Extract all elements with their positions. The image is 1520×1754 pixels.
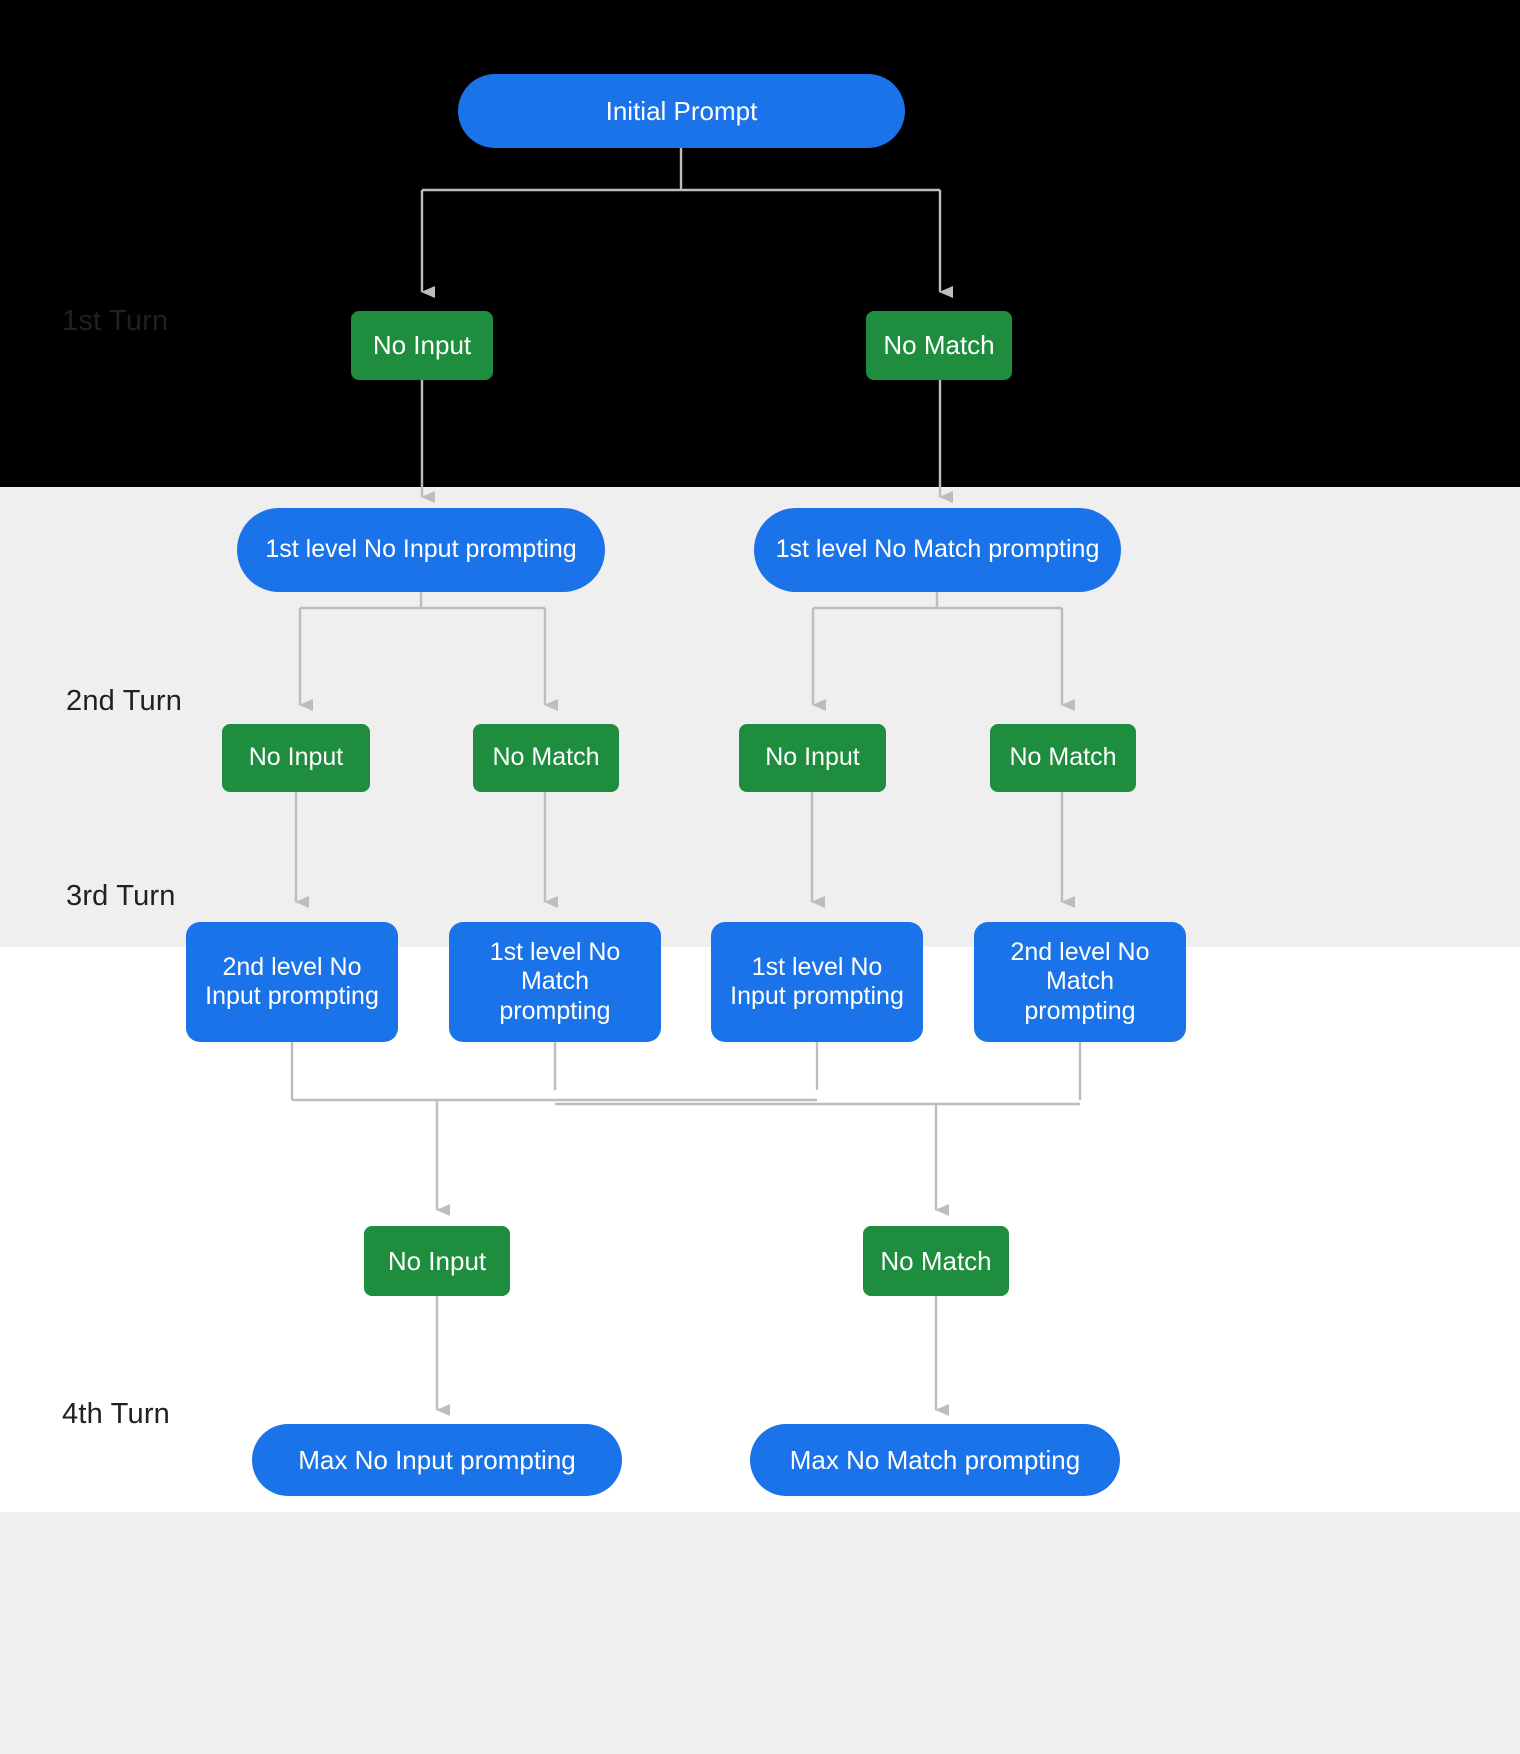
node-initial-prompt[interactable]: Initial Prompt xyxy=(458,74,905,148)
node-t2-1st-level-no-match-prompting-label: 1st level No Match prompting xyxy=(775,535,1100,564)
node-t2-1st-level-no-match-prompting[interactable]: 1st level No Match prompting xyxy=(754,508,1121,592)
node-t2-no-input-b-label: No Input xyxy=(765,743,860,772)
node-initial-prompt-label: Initial Prompt xyxy=(605,95,758,126)
node-t2-no-match-a[interactable]: No Match xyxy=(473,724,619,792)
node-t4-max-no-input-prompting[interactable]: Max No Input prompting xyxy=(252,1424,622,1496)
node-t3-no-match-label: No Match xyxy=(880,1245,992,1276)
node-t2-1st-level-no-input-prompting[interactable]: 1st level No Input prompting xyxy=(237,508,605,592)
node-t3-1st-level-no-input-prompting[interactable]: 1st level No Input prompting xyxy=(711,922,923,1042)
node-t2-no-input-a-label: No Input xyxy=(248,743,344,772)
node-t1-no-match[interactable]: No Match xyxy=(866,311,1012,380)
node-t4-max-no-input-prompting-label: Max No Input prompting xyxy=(298,1444,576,1475)
node-t2-no-match-b-label: No Match xyxy=(1009,743,1117,772)
node-t3-no-input-label: No Input xyxy=(387,1245,487,1276)
turn-label-2nd: 2nd Turn xyxy=(66,685,183,717)
band-4th-turn xyxy=(0,1512,1520,1754)
node-t3-1st-level-no-match-prompting[interactable]: 1st level No Match prompting xyxy=(449,922,661,1042)
node-t2-1st-level-no-input-prompting-label: 1st level No Input prompting xyxy=(265,535,577,564)
node-t2-no-match-b[interactable]: No Match xyxy=(990,724,1136,792)
node-t3-1st-level-no-input-prompting-label: 1st level No Input prompting xyxy=(730,952,904,1011)
node-t4-max-no-match-prompting[interactable]: Max No Match prompting xyxy=(750,1424,1120,1496)
turn-label-1st: 1st Turn xyxy=(62,305,169,337)
node-t1-no-input[interactable]: No Input xyxy=(351,311,493,380)
node-t3-no-input[interactable]: No Input xyxy=(364,1226,510,1296)
turn-label-3rd: 3rd Turn xyxy=(66,880,176,912)
node-t3-no-match[interactable]: No Match xyxy=(863,1226,1009,1296)
node-t2-no-input-a[interactable]: No Input xyxy=(222,724,370,792)
node-t4-max-no-match-prompting-label: Max No Match prompting xyxy=(789,1444,1081,1475)
node-t3-2nd-level-no-match-prompting-label: 2nd level No Match prompting xyxy=(1010,937,1150,1025)
node-t3-2nd-level-no-input-prompting[interactable]: 2nd level No Input prompting xyxy=(186,922,398,1042)
turn-label-4th: 4th Turn xyxy=(62,1398,170,1430)
node-t1-no-match-label: No Match xyxy=(883,330,995,361)
node-t3-2nd-level-no-input-prompting-label: 2nd level No Input prompting xyxy=(205,952,379,1011)
node-t2-no-input-b[interactable]: No Input xyxy=(739,724,886,792)
node-t1-no-input-label: No Input xyxy=(372,330,472,361)
node-t3-2nd-level-no-match-prompting[interactable]: 2nd level No Match prompting xyxy=(974,922,1186,1042)
node-t3-1st-level-no-match-prompting-label: 1st level No Match prompting xyxy=(489,937,621,1025)
node-t2-no-match-a-label: No Match xyxy=(492,743,600,772)
